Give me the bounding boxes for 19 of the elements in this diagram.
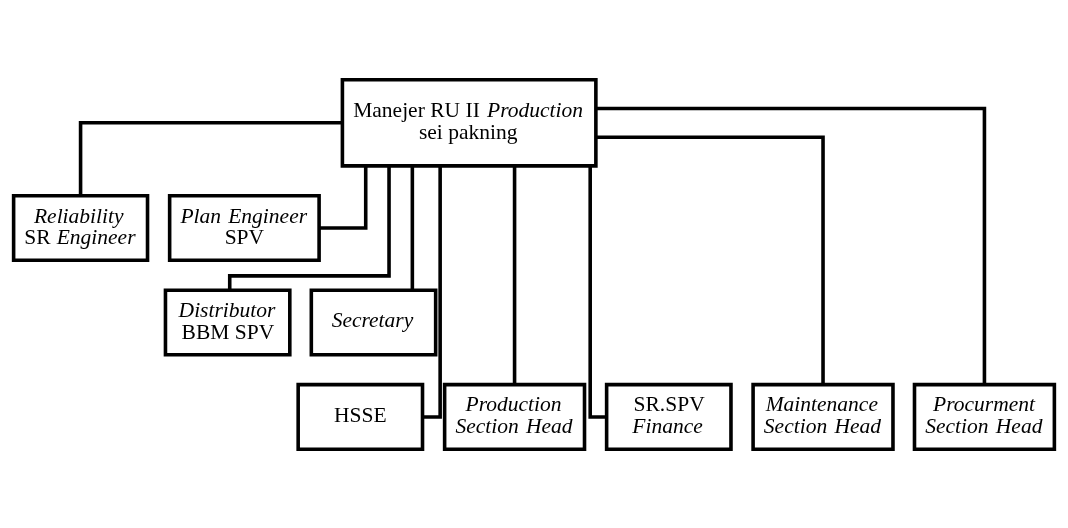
node-box: HSSE xyxy=(296,382,425,451)
connector xyxy=(422,165,442,419)
connector xyxy=(410,165,415,290)
node-box: Procurment Section Head xyxy=(912,382,1057,451)
connector xyxy=(227,165,391,290)
node-box: Distributor BBM SPV xyxy=(163,287,292,357)
node-box: Manejer RU II Production sei pakning xyxy=(340,77,598,168)
connector xyxy=(512,165,517,385)
connector xyxy=(78,120,342,195)
node-box: SR.SPV Finance xyxy=(604,382,733,451)
node-box: Secretary xyxy=(309,287,438,357)
connector xyxy=(588,165,607,419)
node-box: Plan Engineer SPV xyxy=(167,193,321,262)
connector xyxy=(319,165,368,230)
connector xyxy=(595,134,825,384)
node-box: Maintenance Section Head xyxy=(751,382,895,451)
connector xyxy=(596,106,987,384)
node-box: Production Section Head xyxy=(442,382,587,451)
node-box: Reliability SR Engineer xyxy=(11,193,150,262)
